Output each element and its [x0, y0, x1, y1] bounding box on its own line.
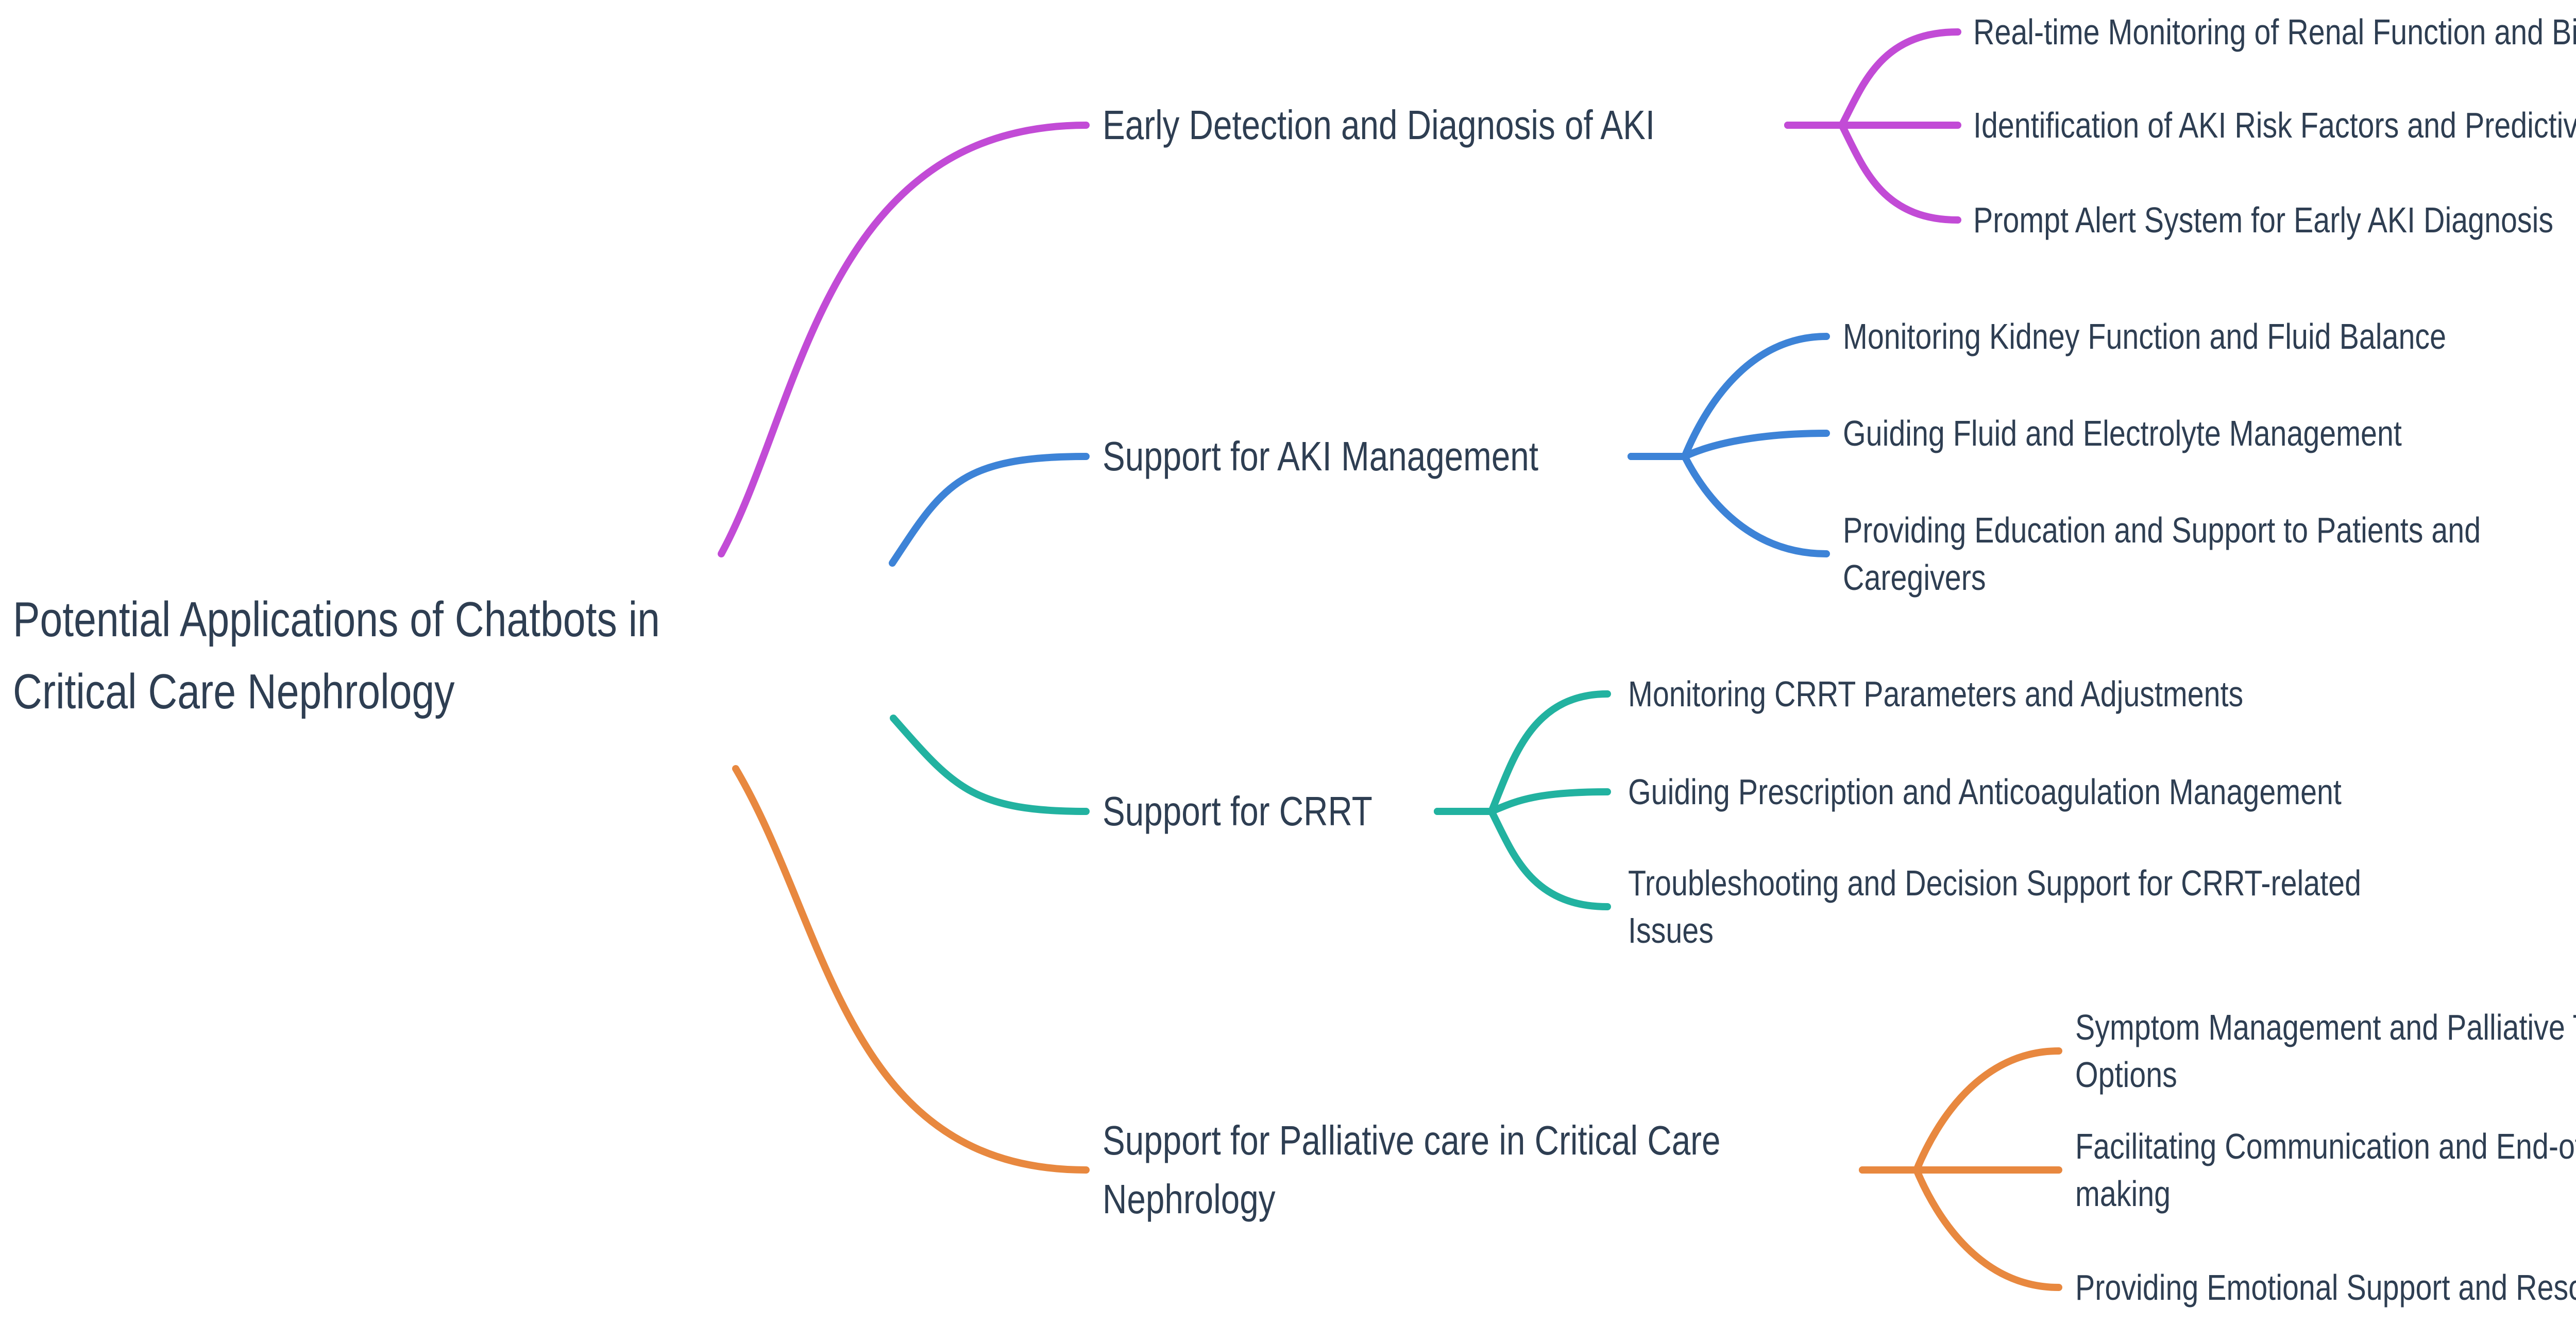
fan-curve-2-3 — [1628, 453, 1830, 557]
child-label-1-2: Identification of AKI Risk Factors and P… — [1973, 105, 2576, 145]
fan-curve-3-1 — [1434, 690, 1611, 815]
fan-curve-2-2 — [1628, 430, 1830, 460]
root-branch-curve-1 — [718, 122, 1090, 557]
fan-curve-2-1 — [1628, 333, 1830, 460]
fan-curve-4-3 — [1859, 1166, 2062, 1291]
child-label-2-2: Guiding Fluid and Electrolyte Management — [1843, 413, 2402, 453]
root-branch-curve-3 — [890, 715, 1090, 815]
branch-label-2: Support for AKI Management — [1103, 433, 1539, 479]
child-label-4-2: Facilitating Communication and End-of-Li… — [2075, 1126, 2576, 1214]
child-label-3-1: Monitoring CRRT Parameters and Adjustmen… — [1628, 674, 2244, 714]
fan-curve-3-3 — [1434, 808, 1611, 910]
child-label-4-3: Providing Emotional Support and Resource… — [2075, 1267, 2576, 1308]
child-label-4-1: Symptom Management and Palliative Treatm… — [2075, 1007, 2576, 1095]
child-label-1-3: Prompt Alert System for Early AKI Diagno… — [1973, 200, 2554, 240]
fan-curve-3-2 — [1434, 788, 1611, 815]
branch-label-4: Support for Palliative care in Critical … — [1103, 1117, 1721, 1222]
child-label-3-3: Troubleshooting and Decision Support for… — [1628, 863, 2362, 950]
child-label-1-1: Real-time Monitoring of Renal Function a… — [1973, 12, 2576, 52]
branch-label-3: Support for CRRT — [1103, 788, 1372, 834]
child-label-3-2: Guiding Prescription and Anticoagulation… — [1628, 772, 2342, 812]
fan-curve-4-1 — [1859, 1047, 2062, 1174]
child-label-2-1: Monitoring Kidney Function and Fluid Bal… — [1843, 316, 2447, 357]
fan-curve-1-3 — [1784, 122, 1961, 224]
fan-curve-1-1 — [1784, 28, 1961, 129]
root-branch-curve-2 — [889, 453, 1090, 567]
child-label-2-3: Providing Education and Support to Patie… — [1843, 510, 2481, 598]
root-node: Potential Applications of Chatbots in Cr… — [13, 592, 660, 719]
root-branch-curve-4 — [732, 765, 1090, 1174]
branch-label-1: Early Detection and Diagnosis of AKI — [1103, 102, 1655, 148]
